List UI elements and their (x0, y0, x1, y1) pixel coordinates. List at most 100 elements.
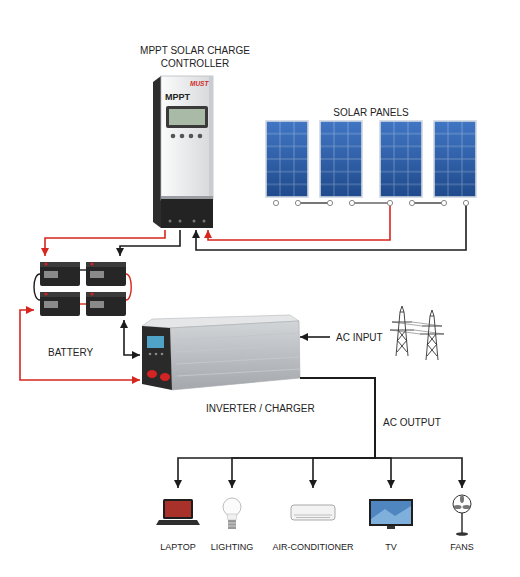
solar-array: SOLAR PANELS (262, 100, 480, 206)
panel-cells (434, 121, 476, 197)
bus-label: AC OUTPUT (381, 416, 443, 429)
cooling-fin (177, 369, 300, 376)
bulb-thread (228, 523, 236, 524)
junction-box (441, 200, 446, 205)
cooling-fin (176, 345, 299, 352)
inverter-display (147, 336, 164, 348)
button (149, 353, 152, 356)
air-conditioner-load: AIR-CONDITIONER (270, 488, 357, 556)
battery-terminal (160, 373, 170, 381)
solar-panel-array (266, 121, 476, 206)
panel-link (354, 202, 388, 203)
lcd-screen (169, 109, 205, 125)
battery-cell (40, 262, 80, 286)
power-line (390, 322, 444, 334)
button (171, 134, 176, 139)
wire-connector (196, 206, 466, 250)
solar-panel (320, 121, 362, 197)
panel-cells (320, 121, 362, 197)
component-label: AC INPUT (336, 331, 383, 344)
wire-connector (45, 230, 165, 256)
fan-blade (454, 505, 462, 509)
lcd-frame (166, 106, 208, 128)
load-label: TV (385, 542, 397, 553)
fan-blade (460, 495, 464, 503)
fan-guard (453, 495, 471, 513)
controller-base (161, 198, 213, 228)
laptop-base (156, 520, 200, 525)
button (189, 134, 194, 139)
terminal (179, 220, 182, 223)
terminal (169, 220, 172, 223)
battery-terminal (44, 262, 47, 265)
charge-controller: MPPT SOLAR CHARGE CONTROLLERMUSTMPPT (135, 44, 255, 230)
battery-cell (86, 262, 126, 286)
fan-load: FANS (440, 488, 484, 556)
lighting-load: LIGHTING (208, 488, 257, 556)
wire-connector (232, 378, 375, 488)
solar-panel (380, 121, 422, 197)
wire-connector (120, 230, 180, 256)
load-label: LAPTOP (160, 542, 195, 553)
load-label: LIGHTING (211, 542, 254, 553)
battery-lid (86, 292, 126, 297)
panel-link (300, 202, 328, 203)
fan-pole (461, 513, 463, 533)
bulb-neck (227, 514, 237, 520)
solar-panel (434, 121, 476, 197)
ac-vent (294, 515, 332, 516)
battery-terminal (90, 292, 93, 295)
battery-cell (86, 292, 126, 316)
wire-connector (124, 320, 140, 355)
wire-connector (300, 378, 462, 488)
ac-vent (296, 517, 330, 518)
load-icons (156, 495, 471, 536)
component-label: SOLAR PANELS (262, 106, 480, 119)
button (155, 353, 158, 356)
tv-screen (371, 501, 411, 524)
button (198, 134, 203, 139)
laptop-screen (163, 499, 193, 519)
battery-sticker (44, 271, 58, 278)
wire-connector (20, 310, 140, 380)
terminal (203, 220, 206, 223)
inverter-front (142, 326, 172, 390)
air-conditioner-unit (291, 505, 335, 520)
fan-base (456, 532, 468, 536)
battery-bank-drawing (34, 262, 131, 316)
battery-sticker (90, 271, 104, 278)
wire-connector (300, 378, 391, 488)
laptop-display (165, 501, 191, 517)
battery-terminal (90, 262, 93, 265)
battery-lid (40, 262, 80, 267)
battery-sticker (90, 301, 104, 308)
junction-box (349, 200, 354, 205)
wire-connector (300, 378, 375, 488)
inverter-drawing (142, 315, 300, 390)
tv-picture (371, 506, 411, 524)
junction-box (387, 200, 392, 205)
battery-terminal (44, 292, 47, 295)
battery-cell (40, 292, 80, 316)
wire-connector (178, 378, 375, 488)
inverter-side (170, 321, 300, 390)
battery-link (34, 274, 40, 300)
controller-band (161, 196, 213, 199)
panel-cells (380, 121, 422, 197)
charge-controller-device (153, 76, 213, 228)
battery-sticker (44, 301, 58, 308)
junction-box (463, 200, 468, 205)
component-label: INVERTER / CHARGER (206, 402, 315, 415)
load-label: AIR-CONDITIONER (273, 542, 354, 553)
battery-link (126, 274, 131, 300)
controller-edge (209, 76, 213, 200)
power-pylons (390, 306, 444, 360)
tv-load: TV (369, 488, 413, 556)
fan-blade (463, 505, 471, 509)
cooling-fin (175, 333, 298, 340)
battery-bank: BATTERY (34, 256, 134, 320)
bulb-thread (228, 526, 236, 527)
cooling-fin (176, 357, 299, 364)
